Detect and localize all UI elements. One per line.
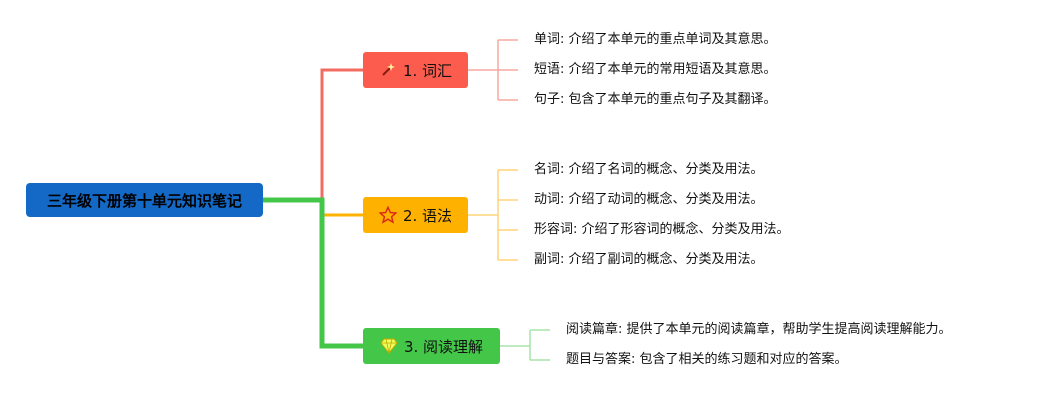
branch-vocabulary-label: 1. 词汇 bbox=[402, 61, 453, 80]
connector-vocab-leaves bbox=[468, 39, 518, 101]
connector-reading-leaves bbox=[500, 329, 550, 361]
gem-icon bbox=[380, 337, 398, 355]
star-icon bbox=[378, 205, 397, 224]
leaf-grammar-adjectives[interactable]: 形容词: 介绍了形容词的概念、分类及用法。 bbox=[534, 222, 790, 237]
leaf-grammar-adverbs[interactable]: 副词: 介绍了副词的概念、分类及用法。 bbox=[534, 252, 764, 267]
leaf-vocab-phrases[interactable]: 短语: 介绍了本单元的常用短语及其意思。 bbox=[534, 62, 777, 77]
root-topic-label: 三年级下册第十单元知识笔记 bbox=[46, 191, 242, 210]
magic-wand-icon bbox=[379, 61, 397, 79]
leaf-vocab-sentences[interactable]: 句子: 包含了本单元的重点句子及其翻译。 bbox=[534, 92, 777, 107]
leaf-grammar-verbs[interactable]: 动词: 介绍了动词的概念、分类及用法。 bbox=[534, 192, 764, 207]
branch-grammar[interactable]: 2. 语法 bbox=[363, 197, 468, 233]
leaf-reading-questions[interactable]: 题目与答案: 包含了相关的练习题和对应的答案。 bbox=[566, 352, 848, 367]
connector-root-reading bbox=[263, 197, 363, 349]
branch-reading-label: 3. 阅读理解 bbox=[403, 337, 484, 356]
connector-grammar-leaves bbox=[468, 169, 518, 261]
branch-reading[interactable]: 3. 阅读理解 bbox=[363, 328, 500, 364]
root-topic[interactable]: 三年级下册第十单元知识笔记 bbox=[26, 183, 263, 217]
branch-vocabulary[interactable]: 1. 词汇 bbox=[363, 52, 468, 88]
leaf-grammar-nouns[interactable]: 名词: 介绍了名词的概念、分类及用法。 bbox=[534, 162, 764, 177]
leaf-vocab-words[interactable]: 单词: 介绍了本单元的重点单词及其意思。 bbox=[534, 32, 777, 47]
connector-root-vocab bbox=[263, 68, 363, 202]
branch-grammar-label: 2. 语法 bbox=[402, 206, 453, 225]
leaf-reading-passages[interactable]: 阅读篇章: 提供了本单元的阅读篇章，帮助学生提高阅读理解能力。 bbox=[566, 322, 952, 337]
